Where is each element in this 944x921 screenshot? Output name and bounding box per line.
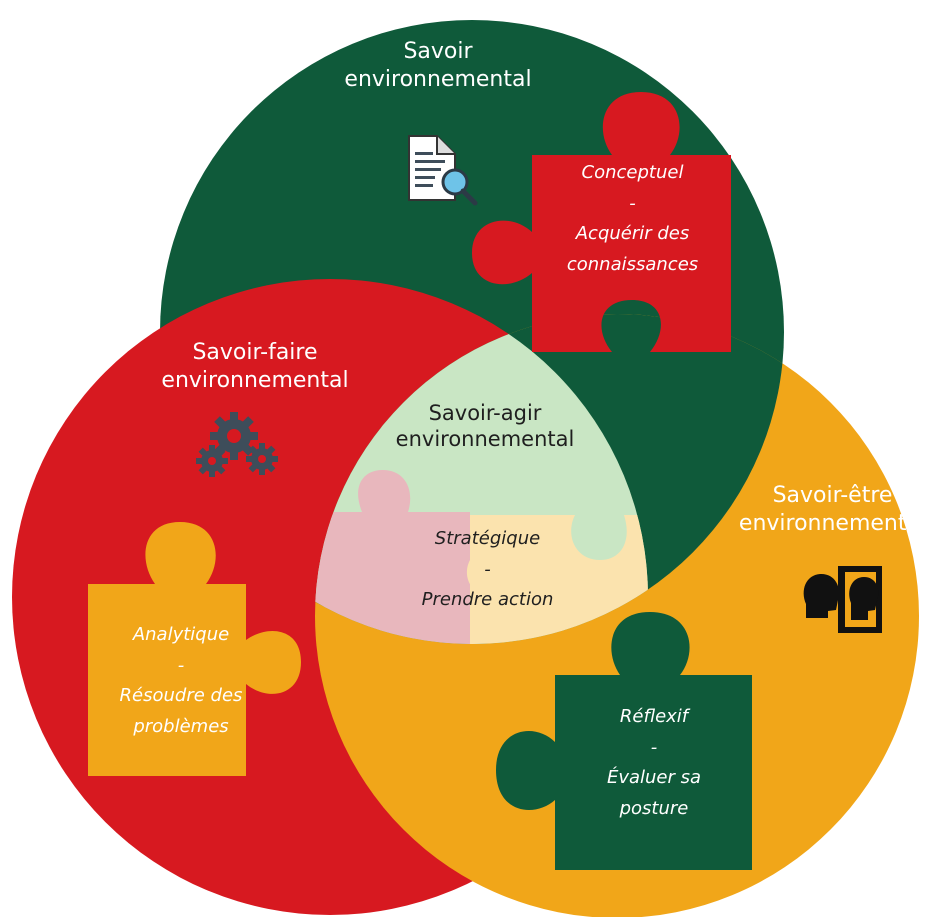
savoir-agir-title-line-1: Savoir-agir <box>428 401 542 425</box>
savoir-agir-title-line-2: environnemental <box>395 427 575 452</box>
conceptuel-desc-line-2: connaissances <box>566 253 699 275</box>
conceptuel-separator: - <box>629 192 636 214</box>
savoir-title-line-1: Savoir <box>403 39 473 64</box>
gears-icon <box>196 412 278 477</box>
strategique-separator: - <box>484 558 491 580</box>
analytique-text: Analytique - Résoudre des problèmes <box>96 620 266 742</box>
strategique-text: Stratégique - Prendre action <box>390 524 585 616</box>
conceptuel-puzzle-piece <box>472 92 731 352</box>
savoir-title-line-2: environnemental <box>344 66 532 92</box>
reflexif-puzzle-piece <box>496 612 752 870</box>
savoir-title: Savoir environnemental <box>333 38 543 93</box>
conceptuel-text: Conceptuel - Acquérir des connaissances <box>540 158 725 280</box>
savoir-faire-title-line-1: Savoir-faire <box>192 340 318 365</box>
reflexif-desc-line-1: Évaluer sa <box>606 767 702 789</box>
savoir-faire-title-line-2: environnemental <box>161 367 349 393</box>
center-pink-tab <box>440 560 502 595</box>
conceptuel-desc-line-1: Acquérir des <box>575 223 690 245</box>
reflexif-desc-line-2: posture <box>619 797 689 819</box>
savoir-etre-title-line-2: environnemental <box>738 510 927 536</box>
reflexif-separator: - <box>650 736 658 758</box>
strategique-label: Stratégique <box>434 528 541 549</box>
savoir-agir-title: Savoir-agir environnemental <box>385 400 585 453</box>
savoir-etre-title-line-1: Savoir-être <box>772 483 893 508</box>
strategique-desc: Prendre action <box>421 589 554 611</box>
savoir-faire-title: Savoir-faire environnemental <box>140 339 370 394</box>
document-search-icon <box>408 135 478 206</box>
reflexif-text: Réflexif - Évaluer sa posture <box>560 702 748 824</box>
savoir-etre-title: Savoir-être environnemental <box>725 482 940 537</box>
center-pink-piece <box>315 470 470 644</box>
reflection-icon <box>803 566 882 633</box>
analytique-separator: - <box>177 654 185 676</box>
analytique-puzzle-piece <box>88 522 301 776</box>
analytique-desc-line-1: Résoudre des <box>119 685 243 707</box>
analytique-label: Analytique <box>132 624 230 645</box>
conceptuel-label: Conceptuel <box>581 162 684 183</box>
analytique-desc-line-2: problèmes <box>133 715 229 737</box>
reflexif-label: Réflexif <box>619 706 689 727</box>
